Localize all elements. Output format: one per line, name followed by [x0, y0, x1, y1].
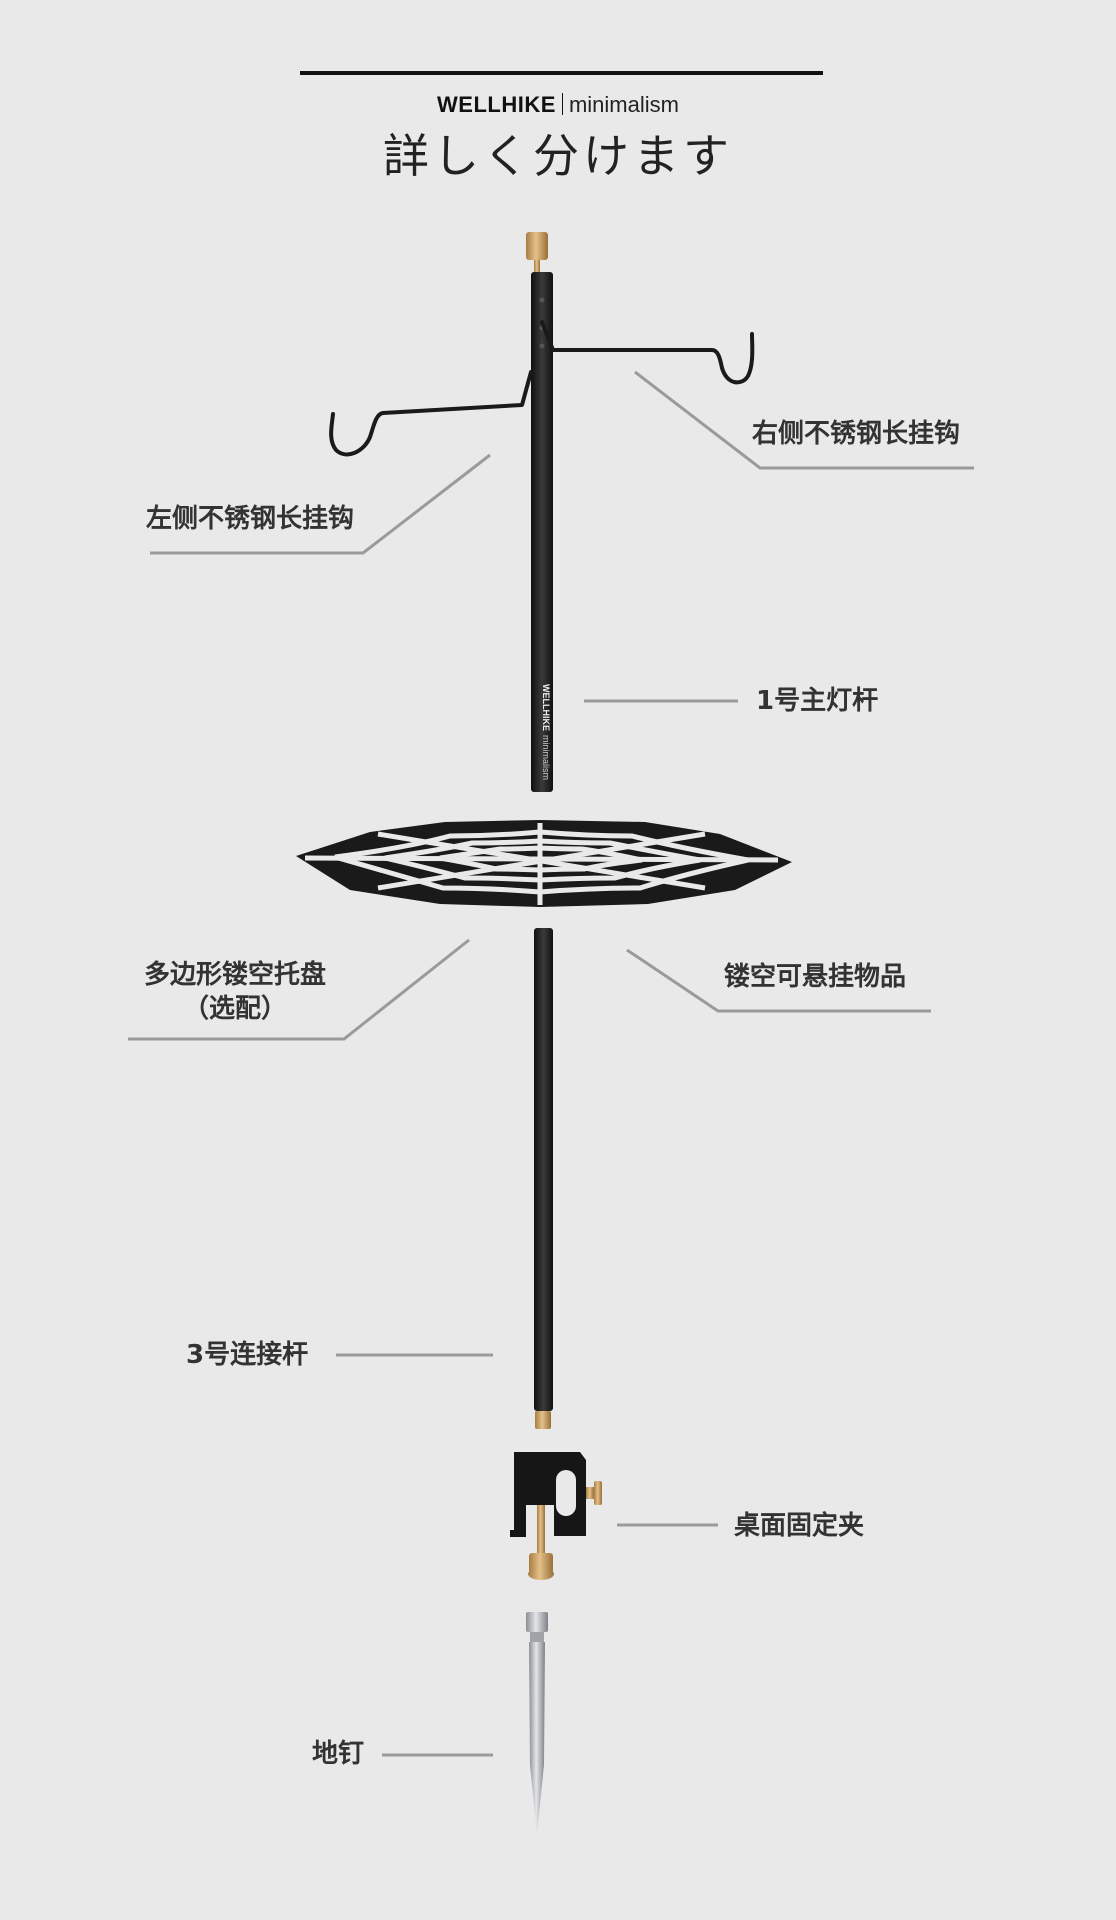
right-hook — [540, 320, 755, 385]
label-right-hook: 右侧不锈钢长挂钩 — [752, 419, 961, 449]
brand-name: WELLHIKE — [437, 92, 556, 117]
label-tray-line1: 多边形镂空托盘 — [143, 960, 326, 990]
main-pole: WELLHIKE minimalism — [531, 272, 553, 792]
ground-stake — [526, 1612, 548, 1834]
web-tray — [296, 820, 792, 907]
label-clamp: 桌面固定夹 — [734, 1511, 865, 1541]
brand-tagline: minimalism — [568, 92, 679, 117]
pole-brand-print: WELLHIKE — [541, 684, 551, 731]
leader-lines — [128, 370, 974, 1757]
brand-divider — [561, 93, 563, 115]
page-subtitle: 詳しく分けます — [383, 129, 733, 183]
connecting-pole — [534, 928, 553, 1429]
top-cap — [526, 232, 548, 274]
label-main-pole: 1号主灯杆 — [756, 686, 879, 716]
pole-tagline-print: minimalism — [541, 735, 551, 780]
label-tray-line2: （选配） — [182, 994, 287, 1024]
table-clamp — [510, 1452, 602, 1580]
header-rule — [300, 71, 823, 75]
label-stake: 地钉 — [312, 1739, 365, 1769]
label-left-hook: 左侧不锈钢长挂钩 — [146, 504, 355, 534]
label-tray: 多边形镂空托盘 （选配） — [128, 958, 342, 1026]
label-tray-hang: 镂空可悬挂物品 — [724, 962, 907, 992]
label-connect-pole: 3号连接杆 — [186, 1340, 309, 1370]
left-hook — [329, 370, 533, 457]
brand-lockup: WELLHIKE minimalism — [0, 90, 1116, 121]
